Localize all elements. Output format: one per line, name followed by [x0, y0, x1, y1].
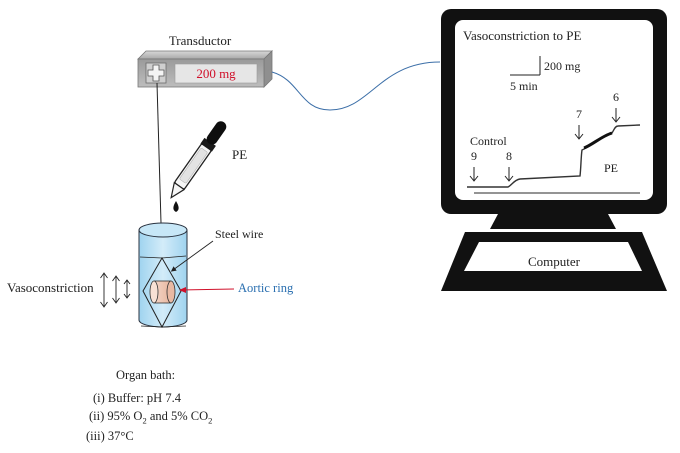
bath-body — [138, 230, 188, 328]
transducer-display — [174, 63, 258, 84]
marker-6-label: 6 — [613, 90, 619, 104]
computer-base-panel — [464, 242, 642, 271]
monitor-screen — [455, 20, 653, 200]
signal-cable — [271, 61, 441, 111]
computer — [441, 9, 667, 291]
dropper-icon — [170, 121, 227, 199]
pe-trace-label: PE — [604, 161, 618, 175]
transducer-title: Transductor — [169, 33, 232, 48]
transducer-reading: 200 mg — [196, 66, 236, 81]
marker-6-arrow-icon — [611, 108, 621, 123]
scale-bar — [510, 56, 541, 76]
steel-wire-pointer — [170, 240, 214, 272]
monitor-neck — [490, 214, 616, 229]
transducer: Transductor 200 mg — [137, 33, 273, 88]
scale-y-label: 200 mg — [544, 59, 580, 73]
screen-title: Vasoconstriction to PE — [463, 28, 581, 43]
computer-label: Computer — [528, 254, 581, 269]
scale-x-label: 5 min — [510, 79, 538, 93]
marker-7-arrow-icon — [574, 125, 584, 140]
aortic-ring — [149, 280, 176, 304]
tension-trace — [467, 124, 641, 188]
organ-bath — [138, 222, 188, 329]
steel-wire-label: Steel wire — [215, 227, 263, 241]
condition-gas: (ii) 95% O2 and 5% CO2 — [89, 409, 213, 426]
control-label: Control — [470, 134, 507, 148]
aortic-ring-label: Aortic ring — [238, 281, 294, 295]
drop-icon — [173, 201, 179, 212]
connector-cross-icon — [145, 62, 167, 84]
vasoconstriction-arrows-icon — [100, 272, 131, 308]
marker-7-label: 7 — [576, 107, 582, 121]
marker-9-arrow-icon — [469, 167, 479, 182]
aortic-ring-pointer — [179, 288, 235, 291]
condition-temperature: (iii) 37°C — [86, 429, 134, 443]
marker-9-label: 9 — [471, 149, 477, 163]
drug-label: PE — [232, 147, 247, 162]
transducer-top-face — [137, 50, 273, 60]
bath-top — [138, 222, 188, 238]
marker-8-arrow-icon — [504, 167, 514, 182]
marker-8-label: 8 — [506, 149, 512, 163]
condition-buffer: (i) Buffer: pH 7.4 — [93, 391, 181, 405]
vasoconstriction-label: Vasoconstriction — [7, 280, 94, 295]
aortic-ring-arrowhead — [179, 287, 186, 293]
conditions-title: Organ bath: — [116, 368, 176, 382]
